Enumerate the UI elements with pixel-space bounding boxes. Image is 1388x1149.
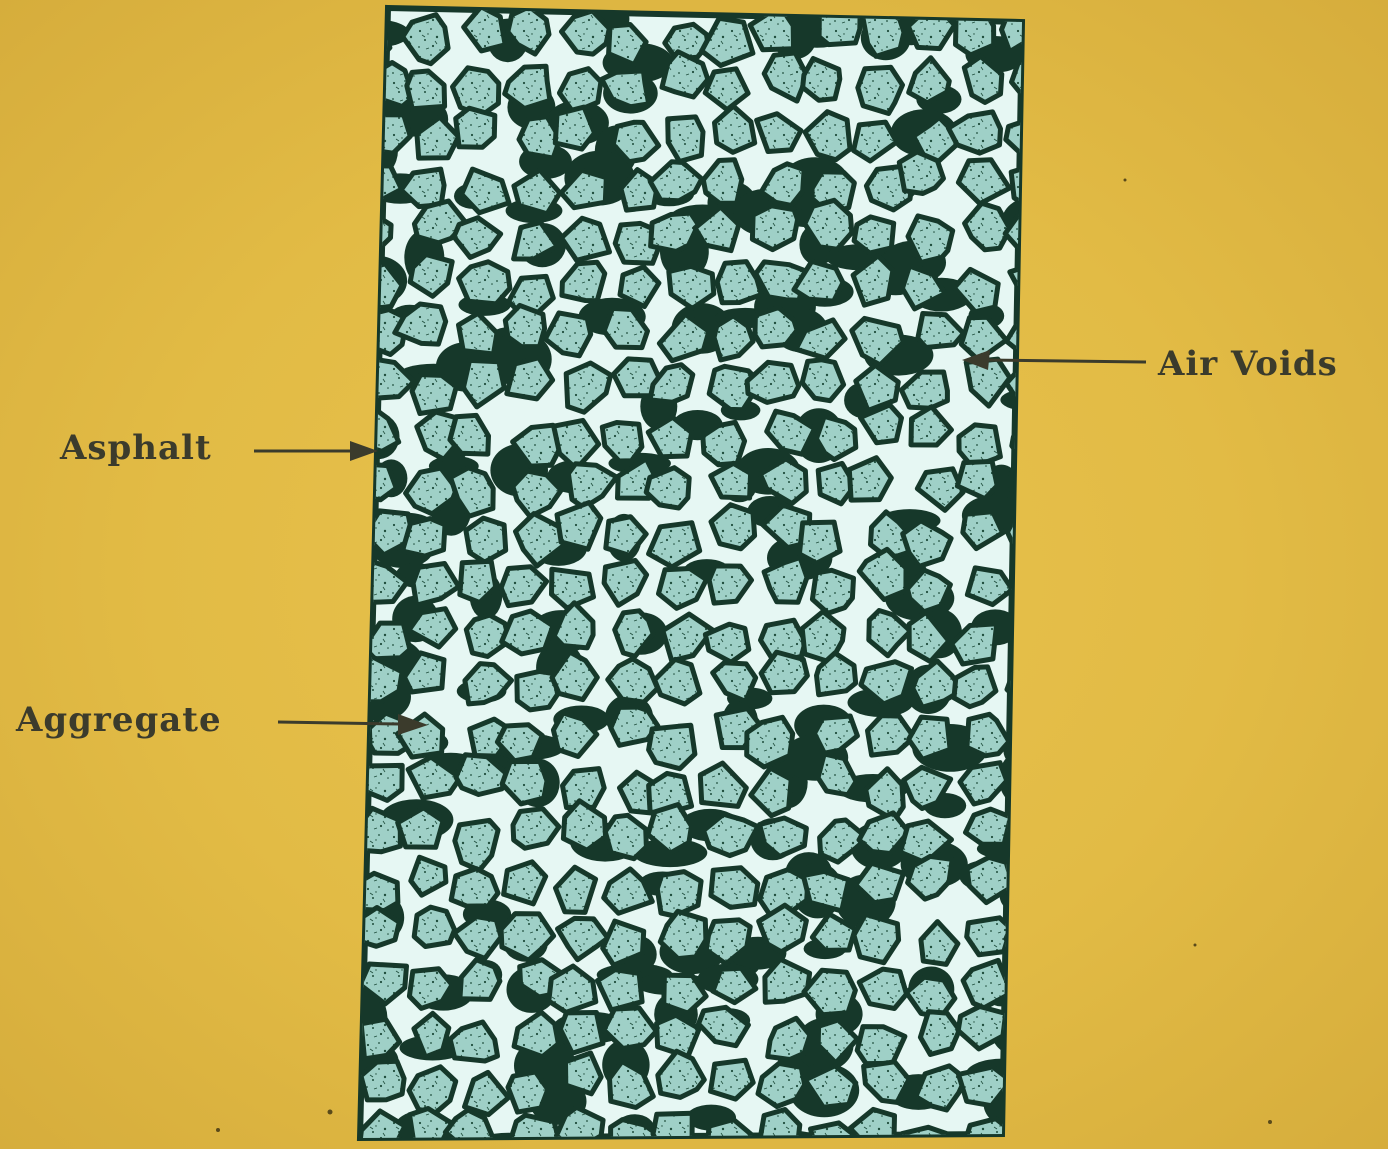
aggregate-stone bbox=[854, 217, 894, 253]
aggregate-stone bbox=[1015, 1063, 1056, 1108]
asphalt-binder-blob bbox=[1000, 389, 1050, 410]
aggregate-stone bbox=[466, 518, 506, 562]
aggregate-stone bbox=[966, 809, 1011, 844]
asphalt-binder-blob bbox=[1005, 1136, 1068, 1149]
aggregate-stone bbox=[920, 1012, 959, 1055]
aggregate-stone bbox=[812, 570, 853, 613]
aggregate-stone bbox=[451, 869, 498, 907]
aggregate-stone bbox=[358, 765, 402, 800]
aggregate-stone bbox=[967, 918, 1011, 955]
aggregate-stone bbox=[1015, 466, 1063, 504]
aggregate-stone bbox=[605, 815, 646, 858]
aggregate-stone bbox=[508, 1072, 548, 1112]
aggregate-stone bbox=[1007, 662, 1053, 706]
aggregate-stone bbox=[857, 1027, 905, 1064]
aggregate-stone bbox=[414, 907, 454, 946]
asphalt-binder-blob bbox=[336, 19, 410, 48]
aggregate-stone bbox=[1020, 810, 1062, 858]
aggregate-stone bbox=[505, 305, 544, 346]
asphalt-binder-blob bbox=[1021, 130, 1077, 170]
aggregate-stone bbox=[402, 519, 445, 557]
aggregate-stone bbox=[899, 152, 943, 194]
aggregate-stone bbox=[819, 4, 860, 45]
aggregate-stone bbox=[816, 416, 855, 459]
aggregate-stone bbox=[711, 868, 758, 908]
aggregate-stone bbox=[651, 213, 699, 251]
air-voids-label: Air Voids bbox=[1158, 344, 1338, 384]
aggregate-stone bbox=[361, 1061, 404, 1100]
asphalt-arrow bbox=[254, 441, 378, 461]
aggregate-stone bbox=[412, 375, 456, 414]
aggregate-stone bbox=[555, 107, 594, 149]
aggregate-stone bbox=[649, 725, 695, 768]
aggregate-stone bbox=[803, 871, 848, 911]
asphalt-binder-blob bbox=[1030, 610, 1077, 659]
aggregate-stone bbox=[1010, 768, 1049, 811]
aggregate-stone bbox=[1013, 718, 1056, 756]
aggregate-stone bbox=[799, 522, 840, 563]
aggregate-arrow bbox=[278, 714, 428, 735]
aggregate-stone bbox=[750, 6, 793, 50]
aggregate-stone bbox=[668, 117, 703, 162]
aggregate-stone bbox=[760, 1110, 800, 1149]
aggregate-stone bbox=[1013, 567, 1063, 603]
aggregate-stone bbox=[459, 262, 510, 304]
aggregate-stone bbox=[863, 7, 905, 57]
aggregate-stone bbox=[351, 873, 398, 910]
aggregate-stone bbox=[900, 1127, 946, 1149]
asphalt-binder-blob bbox=[1026, 492, 1062, 548]
aggregate-stone bbox=[966, 1119, 1014, 1149]
aggregate-stone bbox=[1011, 166, 1052, 204]
aggregate-stone bbox=[1018, 955, 1060, 997]
aggregate-stone bbox=[560, 1013, 603, 1054]
aggregate-stone bbox=[456, 108, 495, 147]
aggregate-stone bbox=[803, 59, 840, 101]
aggregate-stone bbox=[956, 7, 994, 55]
aggregate-stone bbox=[1002, 6, 1038, 51]
asphalt-binder-blob bbox=[320, 231, 378, 269]
aggregate-stone bbox=[1006, 911, 1051, 954]
asphalt-binder-blob bbox=[1020, 263, 1054, 295]
asphalt-label: Asphalt bbox=[60, 428, 212, 468]
aggregate-stone bbox=[1014, 606, 1053, 648]
aggregate-stone bbox=[1008, 863, 1055, 906]
asphalt-binder-blob bbox=[1008, 456, 1043, 506]
aggregate-stone bbox=[508, 1115, 559, 1149]
aggregate-stone bbox=[1010, 1011, 1054, 1063]
aggregate-stone bbox=[653, 1113, 692, 1149]
aggregate-label: Aggregate bbox=[16, 700, 222, 740]
aggregate-stone bbox=[566, 1053, 602, 1094]
